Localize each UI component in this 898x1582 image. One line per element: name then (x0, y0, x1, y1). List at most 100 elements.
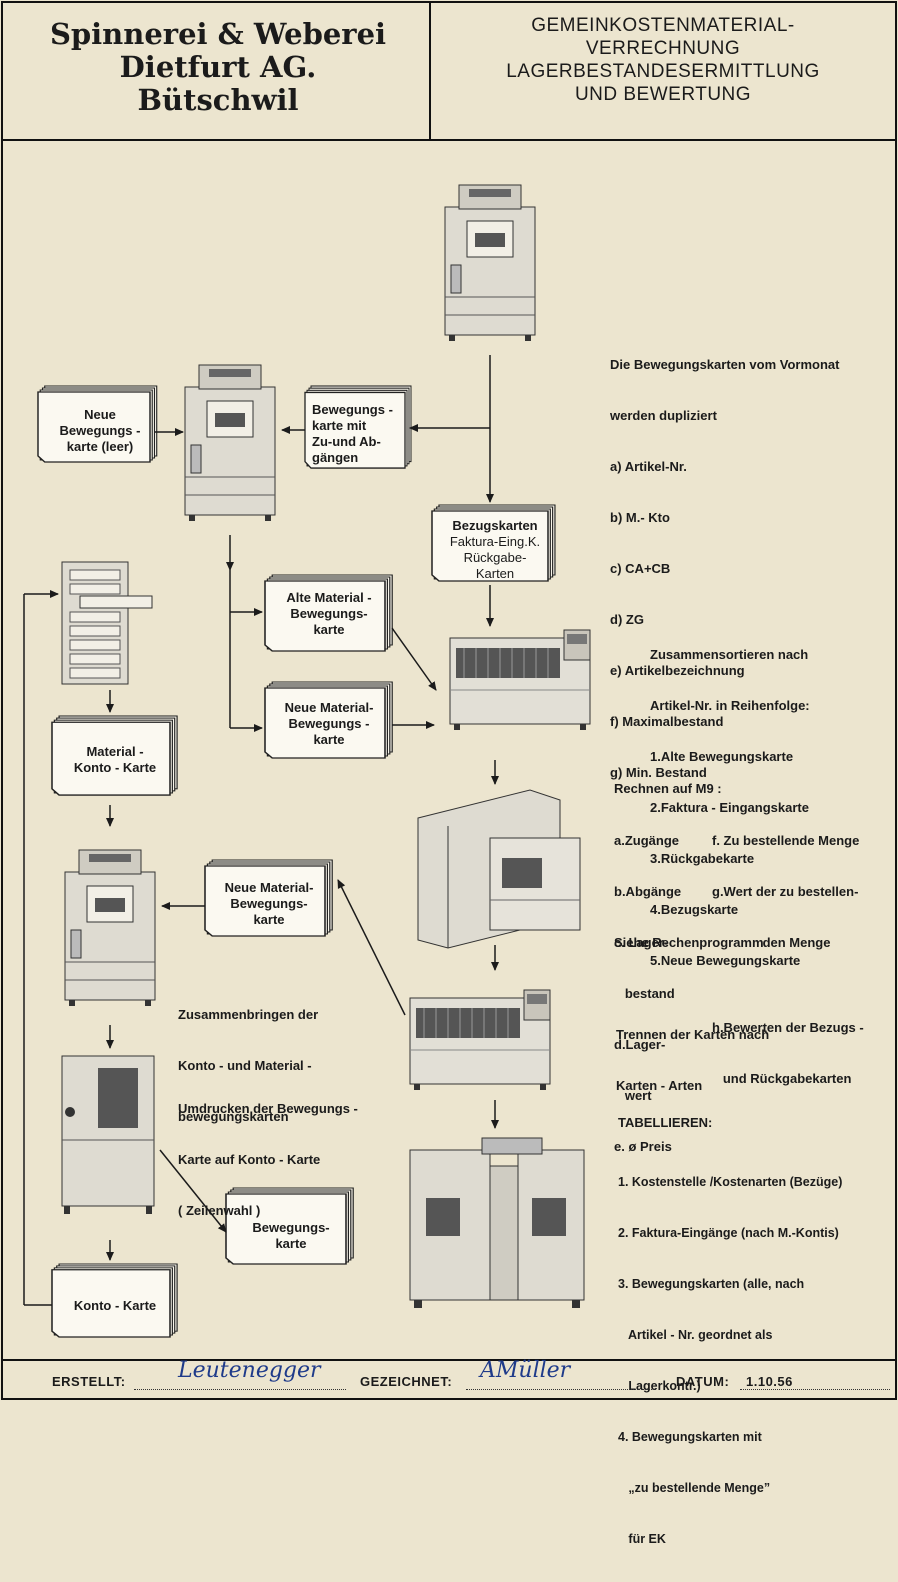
title-line-3: LAGERBESTANDESERMITTLUNG (506, 61, 820, 82)
note-line: Die Bewegungskarten vom Vormonat (610, 357, 840, 372)
gezeichnet-signature: AMüller (480, 1358, 571, 1383)
card-text: Bewegungs - (312, 402, 393, 417)
note-line: 2.Faktura - Eingangskarte (650, 800, 809, 815)
title-line-1: GEMEINKOSTENMATERIAL- (531, 15, 795, 36)
card-text: Neue Material- (284, 700, 374, 715)
card-text: Konto - Karte (73, 1298, 157, 1313)
note-line: für EK (618, 1532, 666, 1546)
title-line-4: UND BEWERTUNG (574, 84, 752, 105)
card-text: karte mit (312, 418, 367, 433)
card-text: Bewegungs- (290, 606, 368, 621)
card-text: gängen (312, 450, 359, 465)
card-text: karte (275, 1236, 307, 1251)
note-umdrucken: Umdrucken der Bewegungs - Karte auf Kont… (178, 1066, 358, 1253)
note-line: werden dupliziert (610, 408, 717, 423)
card-text: Zu-und Ab- (312, 434, 381, 449)
card-text: Alte Material - (286, 590, 372, 605)
note-duplizieren: Die Bewegungskarten vom Vormonat werden … (610, 322, 839, 815)
card-text: Neue (84, 407, 116, 422)
card-file-cabinet (61, 561, 153, 685)
document-title: GEMEINKOSTENMATERIAL- VERRECHNUNG LAGERB… (438, 14, 888, 106)
note-line: g) Min. Bestand (610, 765, 707, 780)
note-line: f. Zu bestellende Menge (712, 833, 860, 848)
note-sortieren: Zusammensortieren nach Artikel-Nr. in Re… (650, 612, 810, 1003)
duplicator-machine-2 (184, 364, 276, 522)
card-text: Bezugskarten (452, 518, 538, 533)
datum-line (740, 1389, 890, 1390)
note-line: 3.Rückgabekarte (650, 851, 755, 866)
note-line: Lagerkontr.) (618, 1379, 701, 1393)
note-rechnen-left: a.Zugänge b.Abgänge c. Lager- bestand d.… (614, 798, 681, 1189)
title-line-2: VERRECHNUNG (585, 38, 741, 59)
note-line: 2. Faktura-Eingänge (nach M.-Kontis) (618, 1226, 839, 1240)
note-line: c. Lager- (614, 935, 669, 950)
label-material-konto: Material - Konto - Karte (56, 744, 174, 776)
card-text: Bewegungs - (59, 423, 141, 438)
card-text: karte (leer) (66, 439, 134, 454)
note-tabellieren-title: TABELLIEREN: (618, 1115, 713, 1130)
company-name: Spinnerei & Weberei Dietfurt AG. Bütschw… (8, 18, 428, 117)
note-line: h.Bewerten der Bezugs - (712, 1020, 864, 1035)
card-text: Rückgabe- (463, 550, 527, 565)
note-line: a) Artikel-Nr. (610, 459, 687, 474)
label-neue-material-2: Neue Material- Bewegungs- karte (208, 880, 330, 928)
note-line: Artikel - Nr. geordnet als (618, 1328, 773, 1342)
note-line: d) ZG (610, 612, 644, 627)
card-text: Bewegungs- (230, 896, 308, 911)
note-line: c) CA+CB (610, 561, 671, 576)
note-line: Zusammenbringen der (178, 1007, 319, 1022)
duplicator-machine-3 (64, 849, 156, 1007)
note-line: e. ø Preis (614, 1139, 672, 1154)
note-line: a.Zugänge (614, 833, 680, 848)
flowchart-sheet: Spinnerei & Weberei Dietfurt AG. Bütschw… (1, 1, 897, 1546)
note-tabellieren: 1. Kostenstelle /Kostenarten (Bezüge) 2.… (618, 1140, 842, 1582)
note-trennen: Trennen der Karten nach Karten - Arten (616, 992, 769, 1128)
company-line-2: Dietfurt AG. (119, 50, 317, 84)
label-bewegungskarte: Bewegungs- karte (230, 1220, 352, 1252)
note-line: e) Artikelbezeichnung (610, 663, 745, 678)
note-line: 4.Bezugskarte (650, 902, 739, 917)
card-text: Faktura-Eing.K. (449, 534, 541, 549)
card-text: karte (253, 912, 285, 927)
note-rechnen-title: Rechnen auf M9 : (614, 781, 722, 796)
note-line: Karte auf Konto - Karte (178, 1152, 321, 1167)
datum-value: 1.10.56 (746, 1374, 793, 1389)
note-line: 3. Bewegungskarten (alle, nach (618, 1277, 805, 1291)
label-neue-material-1: Neue Material- Bewegungs - karte (268, 700, 390, 748)
note-line: Umdrucken der Bewegungs - (178, 1101, 358, 1116)
card-text: karte (313, 732, 345, 747)
card-text: Neue Material- (224, 880, 314, 895)
company-line-3: Bütschwil (137, 83, 299, 117)
flow-connectors (23, 355, 499, 1306)
tabulator-machine (409, 1137, 585, 1308)
note-line: 4. Bewegungskarten mit (618, 1430, 762, 1444)
collator-machine-1 (449, 629, 591, 731)
note-line: „zu bestellende Menge” (618, 1481, 771, 1495)
note-line: 1. Kostenstelle /Kostenarten (Bezüge) (618, 1175, 843, 1189)
note-line: bestand (614, 986, 675, 1001)
gezeichnet-line (466, 1389, 656, 1390)
card-text: Bewegungs- (252, 1220, 330, 1235)
card-text: Bewegungs - (288, 716, 370, 731)
calculator-machine (417, 789, 581, 949)
card-text: karte (313, 622, 345, 637)
label-bewegungskarte-zu-ab: Bewegungs - karte mit Zu-und Ab- gängen (312, 402, 412, 466)
note-line: den Menge (712, 935, 831, 950)
note-line: und Rückgabekarten (712, 1071, 852, 1086)
note-line: Trennen der Karten nach (616, 1027, 770, 1042)
note-line: Zusammensortieren nach (650, 647, 809, 662)
gezeichnet-label: GEZEICHNET: (360, 1374, 453, 1389)
erstellt-line (134, 1389, 346, 1390)
sheet-border (1, 1, 897, 1400)
card-text: Material - (86, 744, 144, 759)
note-line: d.Lager- (614, 1037, 666, 1052)
label-alte-material: Alte Material - Bewegungs- karte (268, 590, 390, 638)
erstellt-signature: Leutenegger (178, 1358, 321, 1383)
company-line-1: Spinnerei & Weberei (49, 17, 387, 51)
note-zusammenbringen: Zusammenbringen der Konto - und Material… (178, 972, 318, 1159)
note-line: bewegungskarten (178, 1109, 289, 1124)
note-line: b) M.- Kto (610, 510, 670, 525)
collator-machine-2 (409, 989, 551, 1091)
label-neue-bewegungskarte: Neue Bewegungs - karte (leer) (44, 407, 156, 455)
note-line: g.Wert der zu bestellen- (712, 884, 859, 899)
